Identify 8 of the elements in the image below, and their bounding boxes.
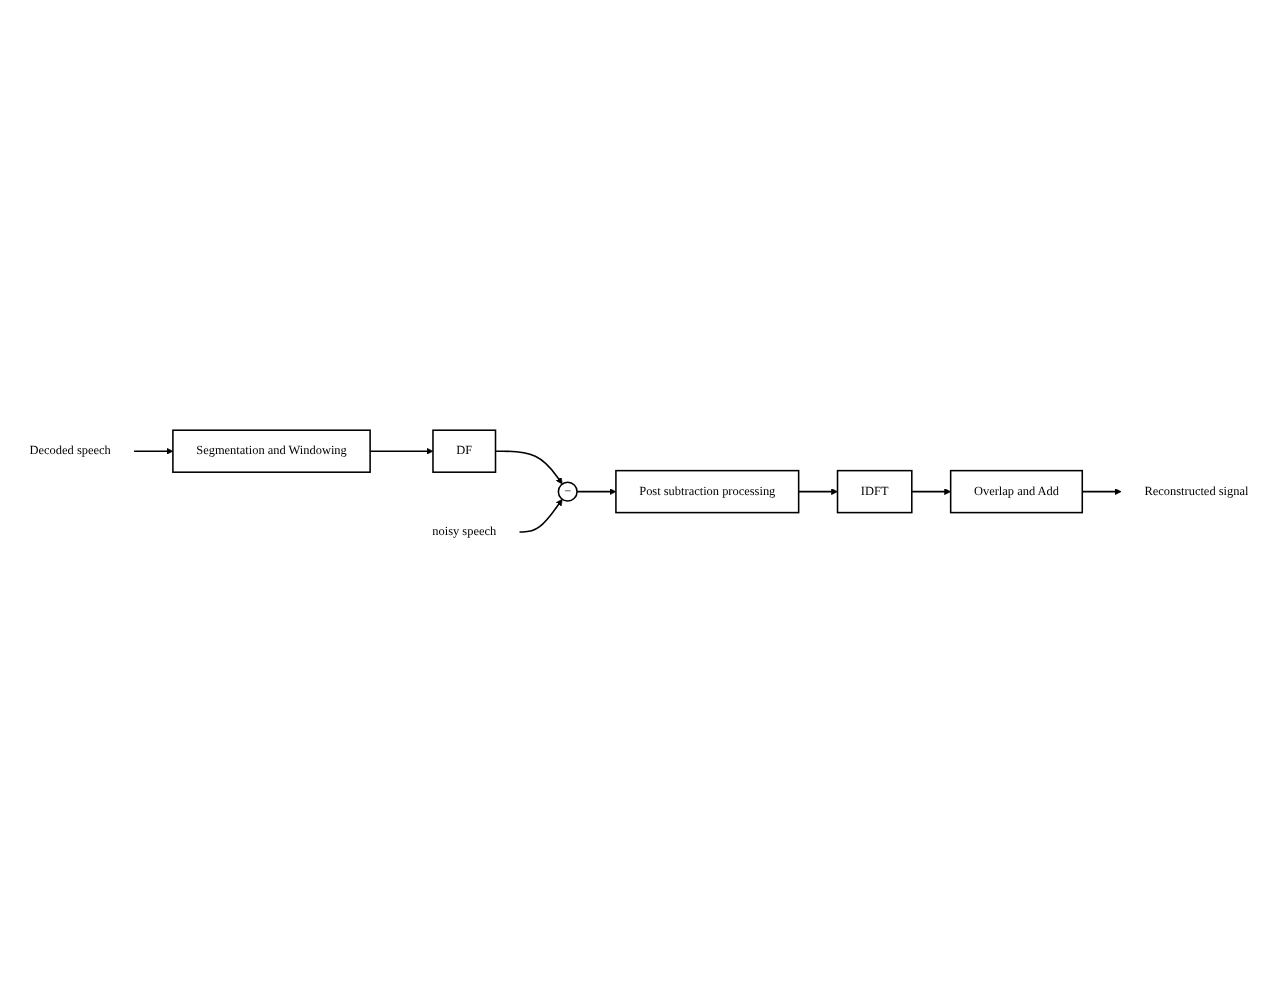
arrow: [1081, 487, 1122, 495]
arrow: [576, 487, 617, 495]
arrow: [797, 487, 838, 495]
arrow: [518, 498, 563, 533]
arrow: [369, 447, 434, 454]
arrow: [133, 447, 174, 454]
arrow: [911, 487, 951, 495]
arrow: [494, 449, 563, 484]
